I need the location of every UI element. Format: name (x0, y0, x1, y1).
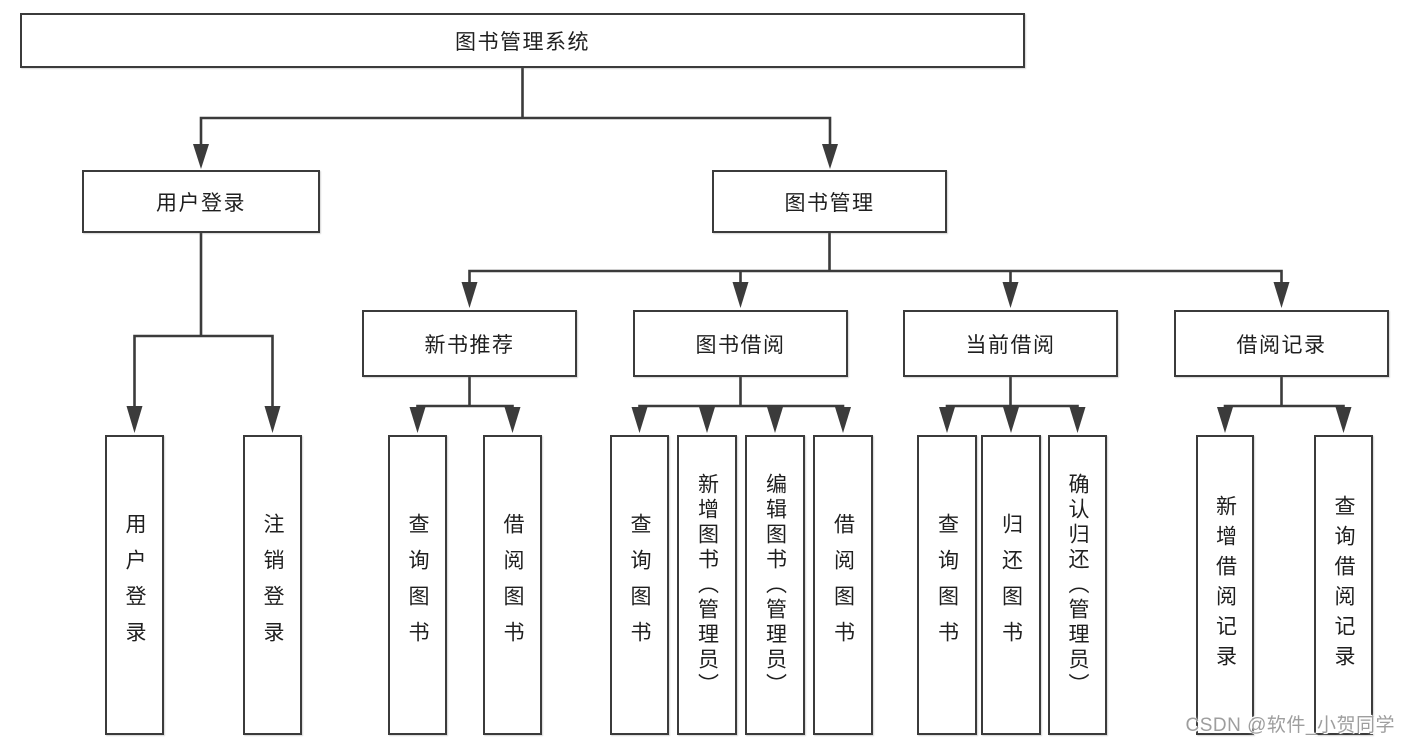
node-edit-books-admin: 编辑图书（管理员） (745, 435, 805, 735)
connector-root (193, 66, 838, 169)
node-book-management-label: 图书管理 (784, 191, 875, 215)
node-query-books-current-label: 查询图书 (935, 513, 959, 657)
watermark-text: CSDN @软件_小贺同学 (1185, 715, 1395, 736)
node-return-books: 归还图书 (981, 435, 1041, 735)
node-user-login-label: 用户登录 (156, 191, 246, 215)
node-library-system-label: 图书管理系统 (455, 30, 590, 54)
connector-book-management (461, 231, 1290, 308)
node-logout-action: 注销登录 (243, 435, 302, 735)
node-book-management: 图书管理 (712, 170, 947, 233)
node-add-books-admin-label: 新增图书（管理员） (695, 472, 719, 698)
node-borrow-books-recommend-label: 借阅图书 (501, 513, 524, 657)
connector-book-borrowing (631, 375, 851, 433)
node-query-books-current: 查询图书 (917, 435, 977, 735)
node-query-books-borrow-label: 查询图书 (628, 513, 651, 657)
node-borrow-books-label: 借阅图书 (831, 513, 855, 657)
node-book-borrowing-label: 图书借阅 (695, 333, 786, 357)
node-current-borrowing-label: 当前借阅 (965, 333, 1056, 357)
node-login-action-label: 用户登录 (123, 513, 146, 657)
node-confirm-return-admin: 确认归还（管理员） (1048, 435, 1107, 735)
node-query-books-recommend: 查询图书 (388, 435, 447, 735)
node-add-books-admin: 新增图书（管理员） (677, 435, 737, 735)
connector-new-book-recommend (409, 375, 521, 433)
node-add-borrow-record: 新增借阅记录 (1196, 435, 1254, 735)
node-user-login: 用户登录 (82, 170, 320, 233)
node-query-borrow-record-label: 查询借阅记录 (1332, 495, 1355, 675)
connector-borrowing-records (1217, 375, 1352, 433)
node-book-borrowing: 图书借阅 (633, 310, 848, 377)
node-confirm-return-admin-label: 确认归还（管理员） (1066, 472, 1089, 698)
node-borrowing-records: 借阅记录 (1174, 310, 1389, 377)
connector-current-borrowing (939, 375, 1086, 433)
node-current-borrowing: 当前借阅 (903, 310, 1118, 377)
node-borrowing-records-label: 借阅记录 (1236, 333, 1327, 357)
node-query-borrow-record: 查询借阅记录 (1314, 435, 1373, 735)
node-library-system: 图书管理系统 (20, 13, 1025, 68)
node-logout-action-label: 注销登录 (261, 513, 284, 657)
node-borrow-books-recommend: 借阅图书 (483, 435, 542, 735)
node-borrow-books: 借阅图书 (813, 435, 873, 735)
node-new-book-recommend: 新书推荐 (362, 310, 577, 377)
node-query-books-recommend-label: 查询图书 (406, 513, 429, 657)
node-login-action: 用户登录 (105, 435, 164, 735)
connector-user-login (126, 231, 281, 433)
node-query-books-borrow: 查询图书 (610, 435, 669, 735)
node-add-borrow-record-label: 新增借阅记录 (1213, 495, 1237, 675)
node-return-books-label: 归还图书 (999, 513, 1023, 657)
node-new-book-recommend-label: 新书推荐 (424, 333, 515, 357)
node-edit-books-admin-label: 编辑图书（管理员） (763, 472, 787, 698)
